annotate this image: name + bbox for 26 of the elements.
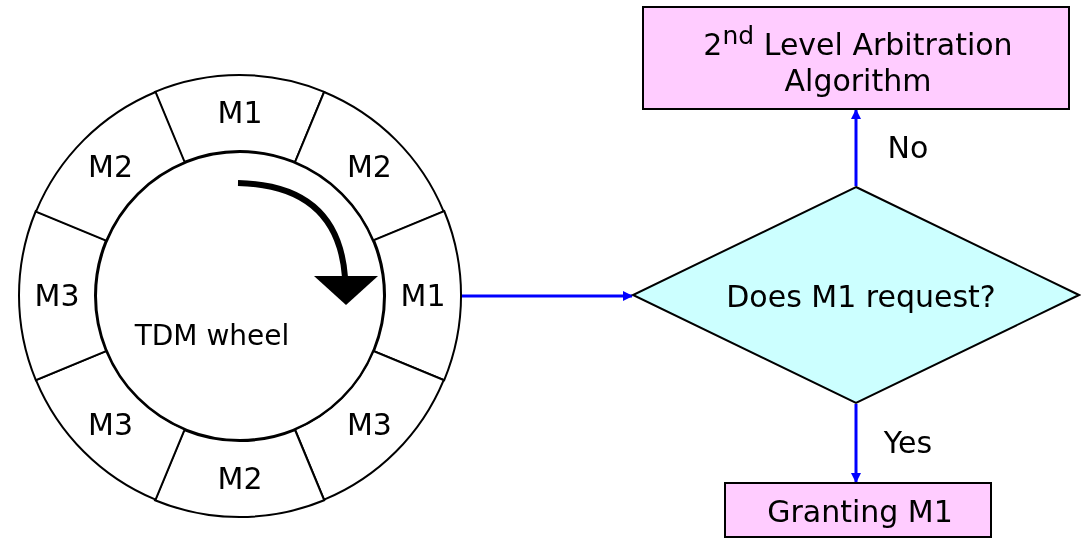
arrow (851, 404, 861, 483)
decision-text: Does M1 request? (726, 279, 996, 315)
wheel-segment (372, 210, 462, 382)
wheel-segment (18, 210, 108, 382)
wheel-segment (154, 74, 326, 164)
wheel-segment (34, 350, 186, 502)
process-box (724, 482, 992, 538)
process-box (642, 6, 1070, 110)
segment-label: M3 (88, 407, 134, 444)
segment-label: M2 (346, 148, 392, 185)
segment-label: M1 (217, 95, 263, 131)
wheel-segment (154, 428, 326, 518)
wheel-segment (34, 90, 186, 242)
process-text: Granting M1 (766, 494, 954, 530)
segment-label: M3 (346, 407, 392, 444)
process-text: 2$^{nd}$ Level Arbitration Algorithm (702, 21, 1014, 99)
wheel-segment (294, 350, 446, 502)
wheel-segment (294, 90, 446, 242)
segment-label: M2 (217, 461, 263, 497)
wheel-label: TDM wheel (134, 319, 290, 353)
decision-diamond (632, 186, 1080, 404)
arrow (462, 291, 633, 301)
segment-label: M1 (400, 278, 446, 314)
arrow (851, 109, 861, 186)
segment-label: M3 (34, 278, 80, 314)
segment-label: M2 (88, 148, 134, 185)
